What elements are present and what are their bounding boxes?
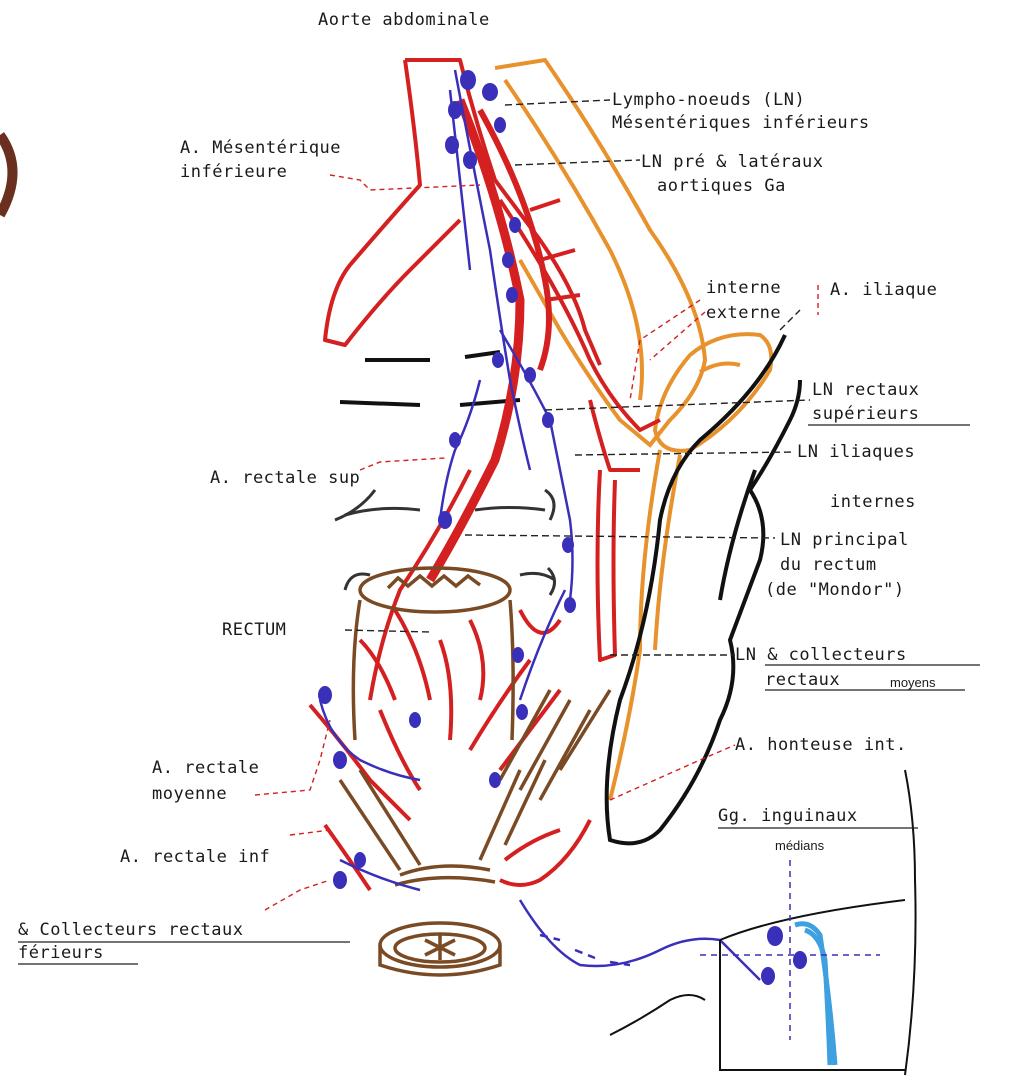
label-interne: interne: [706, 278, 781, 298]
label-ln-principal-2: du rectum: [780, 555, 877, 575]
label-ln-rect-sup-1: LN rectaux: [812, 380, 919, 400]
label-ln-coll-moy-1: LN & collecteurs: [735, 645, 907, 665]
lymph-nodes: [318, 70, 807, 985]
label-ln-principal-1: LN principal: [780, 530, 909, 550]
inguinal-vessels: [795, 924, 835, 1065]
label-a-rect-moy-1: A. rectale: [152, 758, 259, 778]
label-a-rect-inf: A. rectale inf: [120, 847, 270, 867]
label-a-rect-moy-2: moyenne: [152, 784, 227, 804]
label-externe: externe: [706, 303, 781, 323]
inguinal-axes: [700, 860, 880, 1040]
label-a-rect-sup: A. rectale sup: [210, 468, 360, 488]
label-honteuse: A. honteuse int.: [735, 735, 907, 755]
label-coll-inf-1: & Collecteurs rectaux: [18, 920, 243, 940]
label-rectum: RECTUM: [222, 620, 286, 640]
label-gg-ing-2: médians: [775, 836, 824, 856]
label-ams-2: inférieure: [180, 162, 287, 182]
label-lymph-ln-2: Mésentériques inférieurs: [612, 113, 870, 133]
label-aorta: Aorte abdominale: [318, 10, 490, 30]
label-iliaque: A. iliaque: [830, 280, 937, 300]
label-ln-pre-2: aortiques Ga: [657, 176, 786, 196]
label-ln-principal-3: (de "Mondor"): [765, 580, 905, 600]
label-ln-iliaques-1: LN iliaques: [797, 442, 915, 462]
label-lymph-ln-1: Lympho-noeuds (LN): [612, 90, 805, 110]
label-ln-pre-1: LN pré & latéraux: [641, 152, 824, 172]
label-ln-coll-moy-2: rectaux: [765, 670, 840, 690]
label-ams-1: A. Mésentérique: [180, 138, 341, 158]
margin-circle: [0, 135, 13, 215]
label-ln-rect-sup-2: supérieurs: [812, 404, 919, 424]
label-ln-coll-moy-3: moyens: [890, 673, 936, 693]
label-coll-inf-2: férieurs: [18, 943, 104, 963]
label-ln-iliaques-2: internes: [830, 492, 916, 512]
label-gg-ing-1: Gg. inguinaux: [718, 806, 858, 826]
